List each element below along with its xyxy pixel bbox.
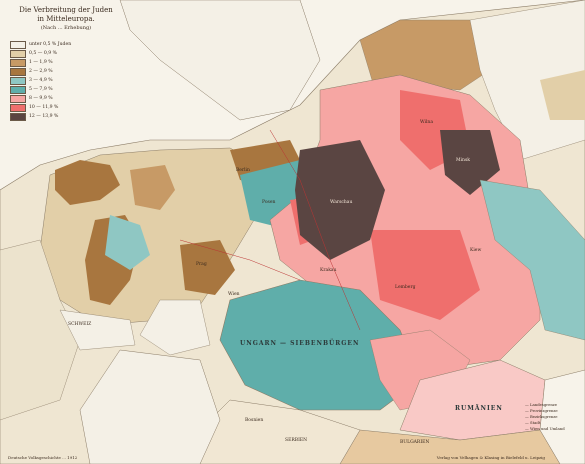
legend-swatch: [10, 112, 26, 121]
label-krakau: Krakau: [320, 268, 337, 273]
label-kiew: Kiew: [470, 248, 482, 253]
region-warschau: [295, 140, 385, 260]
region-rhine-teal: [105, 215, 150, 270]
label-rumaenien: RUMÄNIEN: [455, 405, 503, 412]
legend-label: 10 — 11,9 %: [29, 105, 59, 110]
region-east-small: [540, 70, 585, 120]
label-berlin: Berlin: [236, 168, 250, 173]
region-podolien: [479, 179, 585, 341]
legend-label: 8 — 9,9 %: [29, 96, 53, 101]
region-italien: [79, 349, 221, 464]
key-item: — Landesgrenze: [525, 402, 558, 407]
legend-item: 10 — 11,9 %: [10, 103, 85, 112]
legend-label: 12 — 13,9 %: [29, 114, 59, 119]
legend-label: 1 — 1,9 %: [29, 60, 53, 65]
legend-swatch: [10, 94, 26, 103]
legend-swatch: [10, 40, 26, 49]
legend-item: 8 — 9,9 %: [10, 94, 85, 103]
label-ungarn: UNGARN — SIEBENBÜRGEN: [240, 340, 360, 347]
title-subtitle: (Nach ... Erhebung): [40, 25, 92, 31]
legend-swatch: [10, 67, 26, 76]
legend-label: 5 — 7,9 %: [29, 87, 53, 92]
legend-label: unter 0,5 % Juden: [29, 42, 72, 47]
map-title: Die Verbreitung der Juden in Mitteleurop…: [6, 6, 126, 33]
label-bosnien: Bosnien: [245, 418, 264, 423]
border-line: [269, 129, 361, 331]
legend-swatch: [10, 49, 26, 58]
legend-item: 1 — 1,9 %: [10, 58, 85, 67]
label-prag: Prag: [196, 262, 207, 267]
footer-left: Deutsche Volksgeschichte ... 1912: [8, 455, 78, 460]
legend: unter 0,5 % Juden 0,5 — 0,9 % 1 — 1,9 % 2 —…: [10, 40, 85, 121]
legend-item: 3 — 4,9 %: [10, 76, 85, 85]
legend-label: 2 — 2,9 %: [29, 69, 53, 74]
legend-swatch: [10, 58, 26, 67]
legend-item: 5 — 7,9 %: [10, 85, 85, 94]
key-item: — Wien und Umland: [525, 426, 565, 431]
region-austria-alps: [139, 299, 211, 356]
region-hessen: [130, 165, 175, 210]
label-wilna: Wilna: [420, 120, 434, 125]
footer-right: Verlag von Velhagen & Klasing in Bielefe…: [436, 455, 545, 460]
legend-swatch: [10, 85, 26, 94]
legend-label: 3 — 4,9 %: [29, 78, 53, 83]
key-item: — Bezirksgrenze: [525, 414, 558, 419]
legend-item: 12 — 13,9 %: [10, 112, 85, 121]
region-wolhynien: [370, 230, 480, 320]
label-warschau: Warschau: [330, 200, 353, 205]
legend-swatch: [10, 76, 26, 85]
label-schweiz: SCHWEIZ: [68, 322, 92, 327]
title-line-2: in Mitteleuropa.: [37, 15, 95, 23]
key-item: — Provinzgrenze: [525, 408, 558, 413]
label-serbien: SERBIEN: [285, 438, 308, 443]
map-key: — Landesgrenze— Provinzgrenze— Bezirksgr…: [525, 402, 577, 432]
border-line: [179, 239, 301, 281]
region-scandinavia: [119, 0, 321, 121]
label-wien: Wien: [228, 292, 240, 297]
region-bohemia: [180, 240, 235, 295]
black-sea: [539, 369, 585, 464]
label-bulgarien: BULGARIEN: [400, 440, 430, 445]
label-posen: Posen: [262, 200, 276, 205]
region-minsk: [440, 130, 500, 195]
title-line-1: Die Verbreitung der Juden: [19, 6, 113, 14]
key-item: — Stadt: [525, 420, 541, 425]
region-schweiz: [59, 309, 136, 351]
legend-item: unter 0,5 % Juden: [10, 40, 85, 49]
legend-swatch: [10, 103, 26, 112]
legend-item: 0,5 — 0,9 %: [10, 49, 85, 58]
legend-item: 2 — 2,9 %: [10, 67, 85, 76]
label-minsk: Minsk: [456, 158, 470, 163]
legend-label: 0,5 — 0,9 %: [29, 51, 57, 56]
label-lemberg: Lemberg: [395, 285, 416, 290]
region-netherlands: [55, 160, 120, 205]
